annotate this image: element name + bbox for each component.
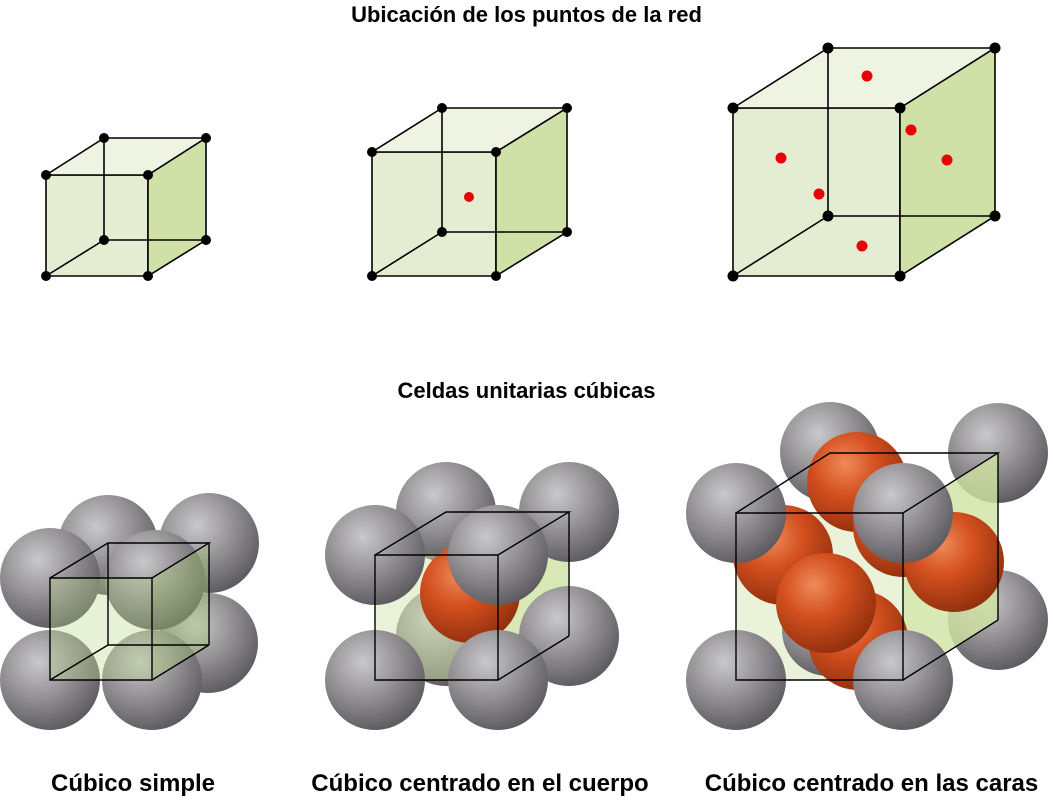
corner-points [727,42,1001,282]
lattice-point [822,42,834,54]
cell-edges [374,511,572,681]
caption-body-centered-cubic: Cúbico centrado en el cuerpo [311,770,649,797]
cell-side-face [152,543,209,680]
lattice-point [143,170,153,180]
atom-sphere [105,530,205,630]
lattice-point [99,133,109,143]
lattice-point [99,235,109,245]
lattice-point [727,270,739,282]
lattice-point [989,42,1001,54]
simple-cubic-cell [0,493,259,730]
face-center-point [905,124,917,136]
lattice-point [727,102,739,114]
lattice-points-title: Ubicación de los puntos de la red [351,2,702,27]
caption-simple-cubic: Cúbico simple [50,770,216,797]
lattice-point [894,270,906,282]
lattice-point [822,210,834,222]
face-center-point [941,154,953,166]
face-centered-cell [686,402,1048,730]
corner-points [367,103,572,281]
lattice-point [491,147,501,157]
lattice-point [894,102,906,114]
lattice-point [367,147,377,157]
body-centered-lattice [367,103,572,281]
cube-front-face [45,174,149,277]
face-centered-lattice [727,42,1001,282]
lattice-point [989,210,1001,222]
face-center-points [775,70,953,252]
cell-edges [735,452,1001,681]
unit-cells-title: Celdas unitarias cúbicas [397,378,656,403]
lattice-point [41,170,51,180]
face-center-point [856,240,868,252]
corner-points [41,133,211,281]
face-center-point [861,70,873,82]
caption-face-centered-cubic: Cúbico centrado en las caras [704,770,1039,797]
lattice-point [367,271,377,281]
lattice-point [437,227,447,237]
lattice-point [562,103,572,113]
cube-front-face [371,151,497,277]
face-atom-sphere [776,553,876,653]
lattice-point [41,271,51,281]
cell-front-face [50,578,152,680]
lattice-point [562,227,572,237]
lattice-point [201,133,211,143]
simple-cubic-lattice [41,133,211,281]
body-centered-cell [325,462,619,730]
lattice-point [437,103,447,113]
body-center-point [464,192,474,202]
lattice-point [143,271,153,281]
lattice-point [491,271,501,281]
face-center-point [813,188,825,200]
lattice-point [201,235,211,245]
face-center-point [775,152,787,164]
cell-edges [49,542,212,681]
